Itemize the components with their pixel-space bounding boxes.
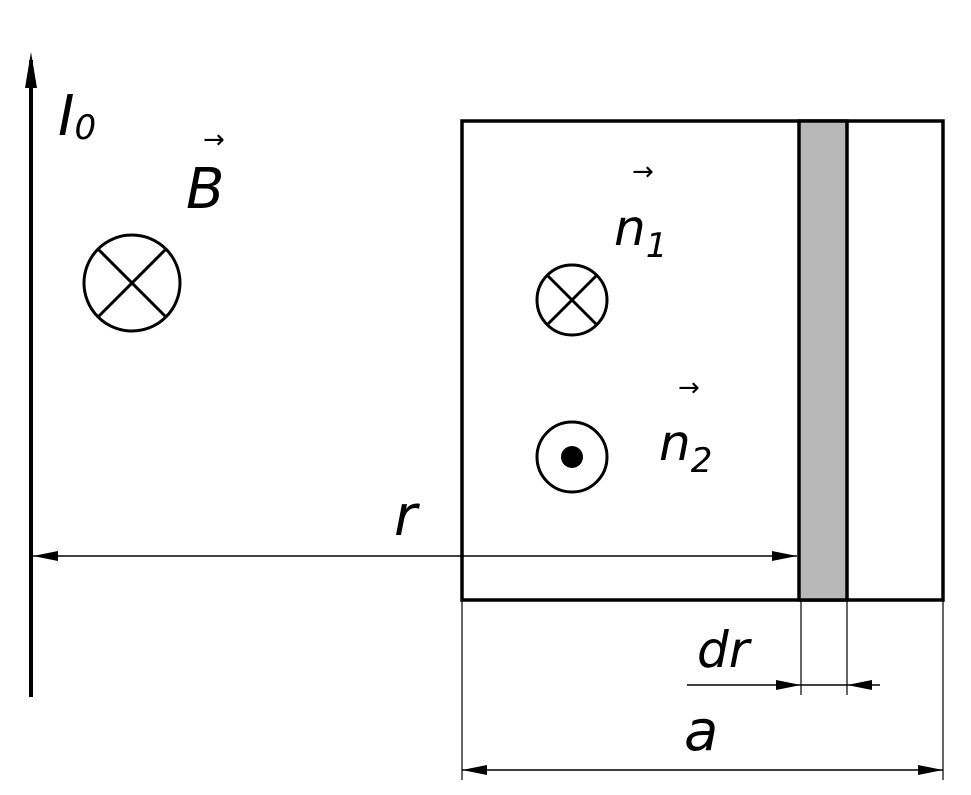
normal1-label: n1 [614,199,667,266]
dimension-r [33,551,797,561]
side-a-label: a [684,699,718,764]
current-direction-arrow-icon [25,52,37,88]
field-into-page-icon [82,233,182,333]
dimension-a [462,765,943,775]
field-label: B [186,157,224,222]
strip-width-label: dr [697,621,753,679]
current-label: I0 [58,84,96,149]
dimension-dr [687,680,880,690]
square-loop [460,119,945,602]
normal1-vector-arrow: → [632,157,654,187]
normal2-vector-arrow: → [678,373,700,403]
normal2-label: n2 [659,414,712,481]
normal2-out-of-page-icon [535,420,609,494]
strip-dr [797,119,849,602]
field-vector-arrow: → [203,125,225,155]
normal1-into-page-icon [535,263,609,337]
current-wire [25,52,37,697]
distance-r-label: r [394,484,420,549]
